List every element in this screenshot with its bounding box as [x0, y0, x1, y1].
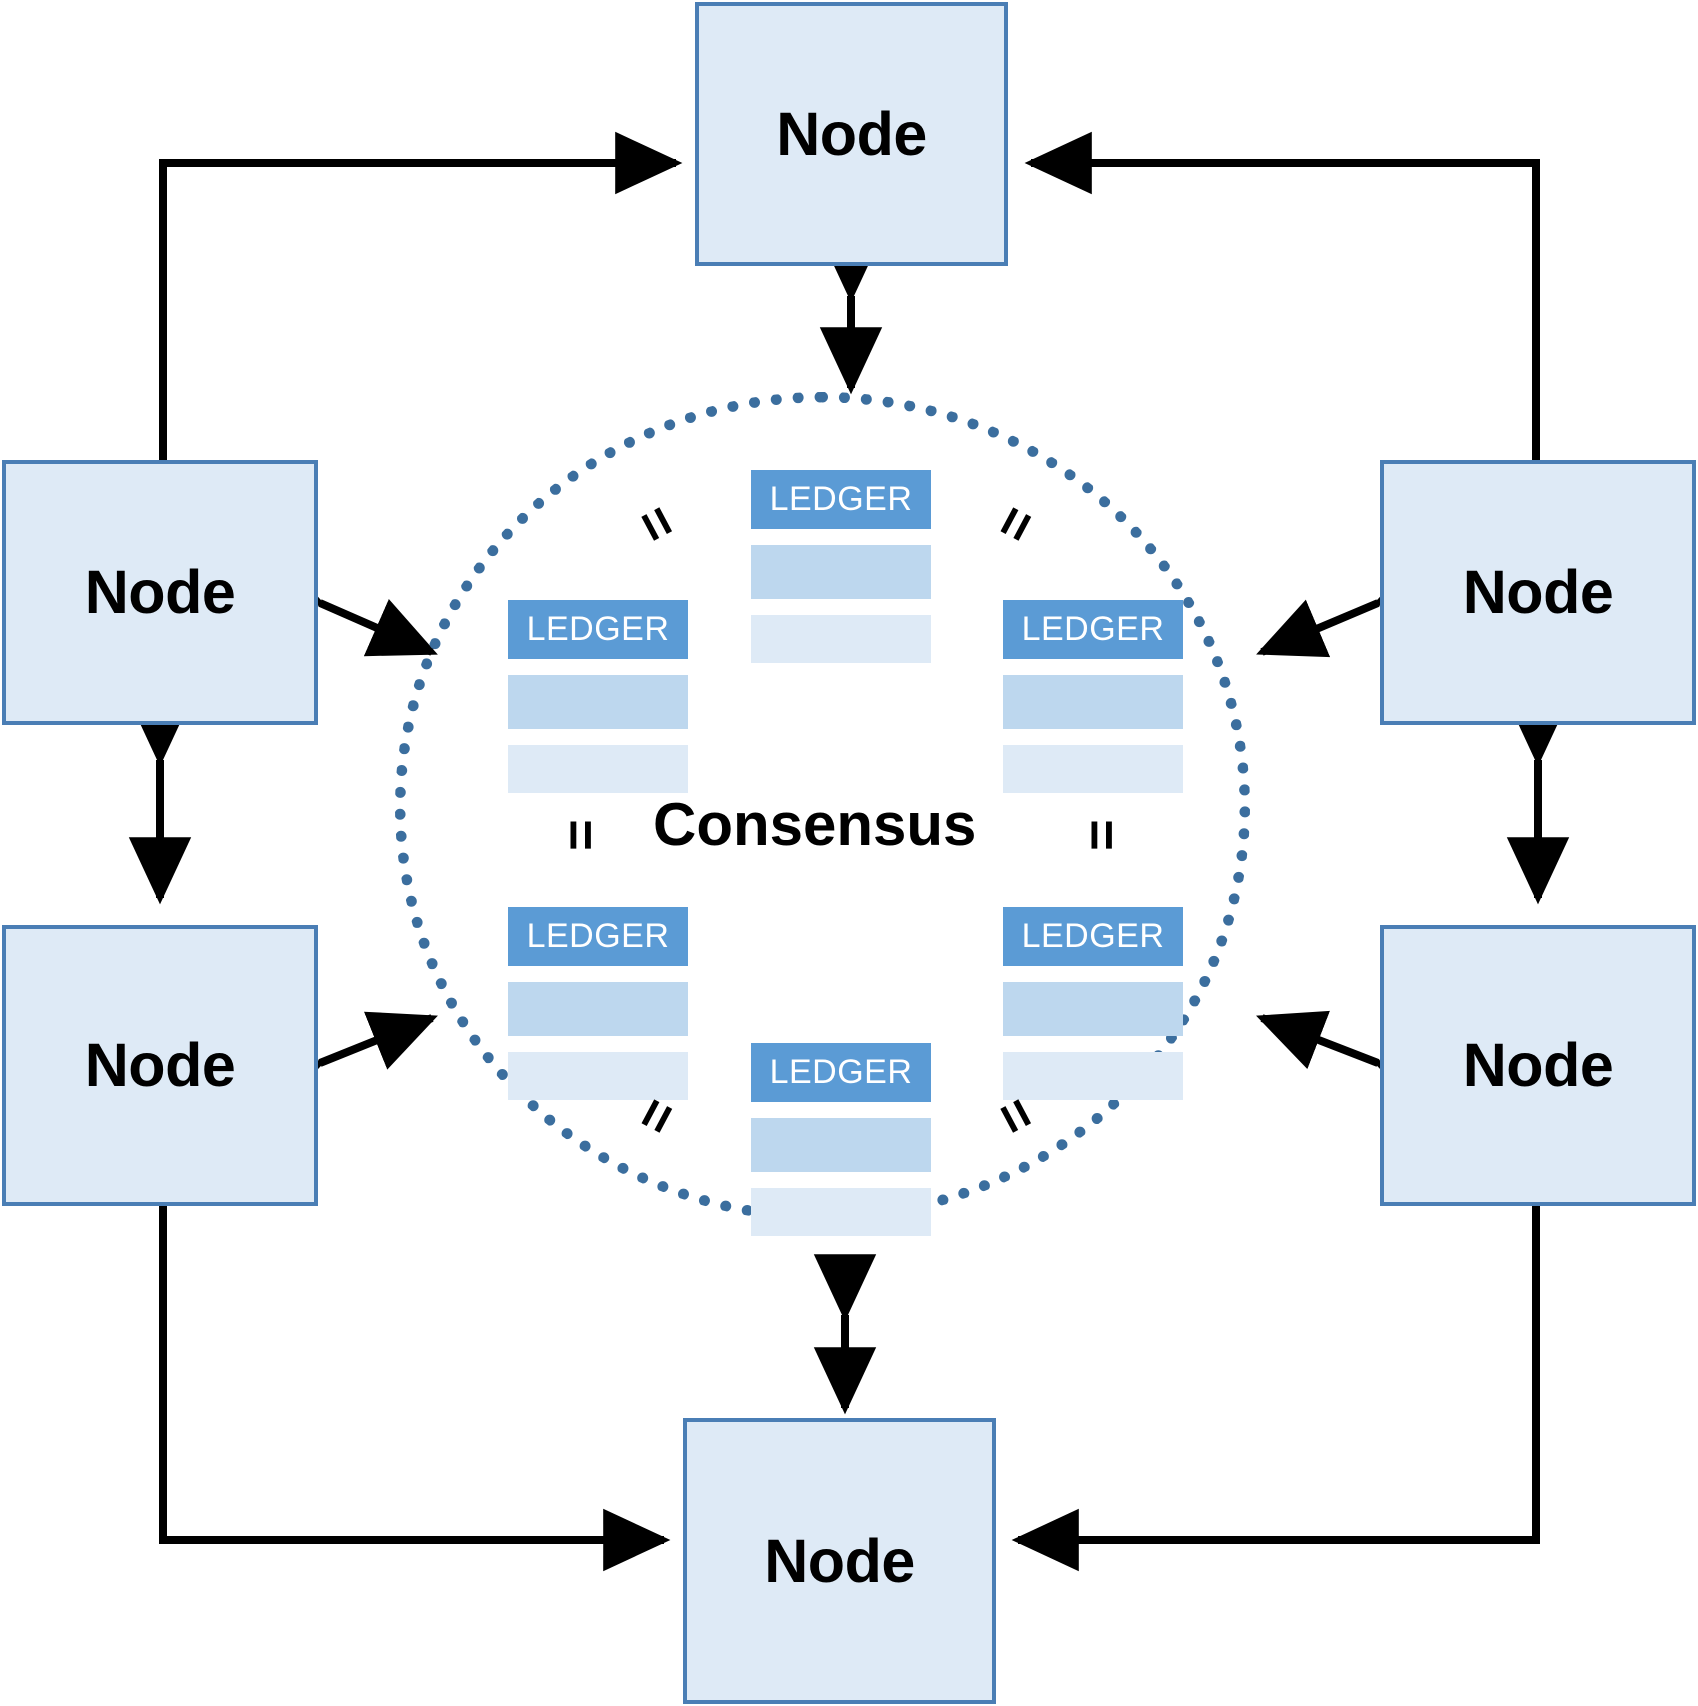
node-right-lower[interactable]: Node: [1380, 925, 1696, 1206]
arrow-left-upper-to-consensus: [251, 550, 438, 657]
arrow-left-lower-to-bottom: [159, 1185, 671, 1572]
ledger-card-right-lower-title: LEDGER: [1003, 907, 1183, 966]
ledger-row-light: [751, 1188, 931, 1236]
ledger-card-right-upper-title: LEDGER: [1003, 600, 1183, 659]
arrow-bottom-from-right-lower: [1011, 1185, 1540, 1572]
equals-mark-middle-right: =: [1071, 819, 1132, 851]
node-left-upper[interactable]: Node: [2, 460, 318, 725]
node-left-lower[interactable]: Node: [2, 925, 318, 1206]
ledger-row-mid: [751, 1118, 931, 1172]
ledger-row-light: [1003, 745, 1183, 793]
ledger-row-light: [751, 615, 931, 663]
ledger-card-top-title: LEDGER: [751, 470, 931, 529]
node-left-upper-label: Node: [84, 558, 236, 626]
ledger-card-left-lower[interactable]: LEDGER: [508, 907, 688, 1100]
arrow-right-upper-to-consensus: [1256, 550, 1447, 658]
ledger-row-mid: [1003, 675, 1183, 729]
equals-mark-middle-left: =: [550, 819, 611, 851]
node-right-upper[interactable]: Node: [1380, 460, 1696, 725]
arrow-left-lower-to-consensus: [251, 1011, 438, 1115]
node-right-upper-label: Node: [1462, 558, 1614, 626]
ledger-card-left-upper-title: LEDGER: [508, 600, 688, 659]
node-top[interactable]: Node: [695, 2, 1008, 266]
ledger-row-mid: [508, 982, 688, 1036]
ledger-card-right-upper[interactable]: LEDGER: [1003, 600, 1183, 793]
ledger-row-light: [508, 745, 688, 793]
ledger-card-right-lower[interactable]: LEDGER: [1003, 907, 1183, 1100]
consensus-label: Consensus: [653, 791, 977, 858]
ledger-row-mid: [751, 545, 931, 599]
node-top-label: Node: [776, 99, 927, 168]
node-bottom[interactable]: Node: [683, 1418, 996, 1704]
ledger-row-light: [1003, 1052, 1183, 1100]
ledger-card-bottom-title: LEDGER: [751, 1043, 931, 1102]
ledger-row-mid: [1003, 982, 1183, 1036]
arrow-right-lower-to-consensus: [1256, 1010, 1446, 1115]
node-right-lower-label: Node: [1462, 1031, 1614, 1099]
node-bottom-label: Node: [764, 1526, 915, 1595]
ledger-card-left-lower-title: LEDGER: [508, 907, 688, 966]
ledger-card-top[interactable]: LEDGER: [751, 470, 931, 663]
arrow-right-upper-to-top: [1024, 131, 1540, 490]
ledger-card-left-upper[interactable]: LEDGER: [508, 600, 688, 793]
ledger-row-mid: [508, 675, 688, 729]
node-left-lower-label: Node: [84, 1031, 236, 1099]
ledger-card-bottom[interactable]: LEDGER: [751, 1043, 931, 1236]
arrow-left-upper-to-top: [159, 131, 683, 490]
ledger-row-light: [508, 1052, 688, 1100]
